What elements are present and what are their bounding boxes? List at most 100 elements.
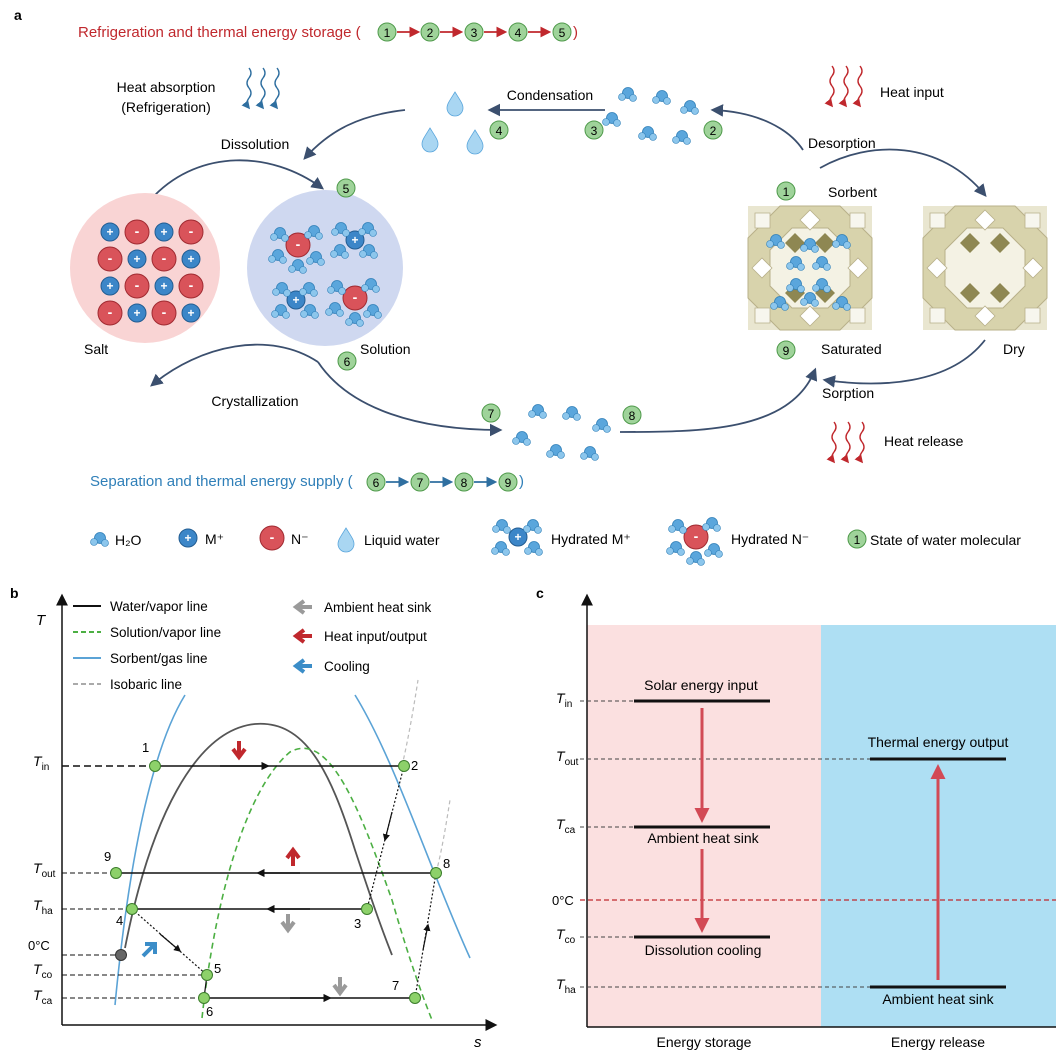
water-vapor-cluster-icon	[512, 404, 611, 461]
water-vapor-cluster-icon	[602, 87, 699, 145]
process-7-8	[414, 872, 437, 999]
water-vapor-line	[124, 723, 393, 956]
state-badge-label: 4	[496, 124, 503, 138]
state-badge-label: 7	[488, 407, 495, 421]
heat-release-label: Heat release	[884, 433, 964, 449]
state-badge-label: 2	[710, 124, 717, 138]
refrig-title: Refrigeration and thermal energy storage…	[78, 22, 578, 42]
sorption-label: Sorption	[822, 385, 874, 401]
t-co-label: Tco	[33, 961, 53, 981]
legend-h2o: H₂O	[115, 532, 142, 548]
sorbent-label: Sorbent	[828, 184, 877, 200]
state-badge-7	[481, 403, 501, 423]
refrig-title-close: )	[573, 24, 578, 41]
state-badge	[420, 22, 440, 42]
point-label-6: 6	[206, 1004, 213, 1019]
state-badge-label: 1	[783, 185, 790, 199]
panel-a: a Refrigeration and thermal energy stora…	[14, 7, 1048, 566]
separation-title-close: )	[519, 473, 524, 490]
refrigeration-label: (Refrigeration)	[121, 99, 210, 115]
state-badge-3	[584, 120, 604, 140]
refrig-state-sequence: 1 2 3 4 5	[377, 22, 572, 42]
sorbent-gas-line-right	[354, 694, 471, 959]
legend-cooling: Cooling	[324, 659, 370, 674]
ambient-arrow-icon	[292, 599, 312, 615]
state-badge	[508, 22, 528, 42]
liquid-water-icon	[337, 527, 355, 553]
panel-a-legend: H₂O M⁺ N⁻ Liquid water Hydrated M⁺ Hydra…	[90, 517, 1021, 566]
state-badge-label: 1	[384, 26, 391, 40]
dissolution-label: Dissolution	[221, 136, 289, 152]
state-badge-label: 3	[471, 26, 478, 40]
legend-m: M⁺	[205, 531, 224, 547]
hydrated-n-icon	[666, 517, 723, 566]
state-badge-label: 6	[344, 355, 351, 369]
heat-release-arrows-icon	[832, 422, 864, 462]
desorption-arc	[710, 104, 804, 151]
isobaric-line-mid	[435, 799, 451, 874]
ambient-arrow	[280, 914, 296, 934]
saturated-sorbent-icon	[747, 205, 873, 331]
panel-c-label: c	[536, 585, 544, 601]
point-label-4: 4	[116, 913, 123, 928]
to-dry-arc	[819, 148, 987, 197]
t-ca-label: Tca	[33, 987, 53, 1007]
x-label-release: Energy release	[891, 1034, 985, 1050]
point-7	[409, 992, 421, 1004]
legend-hydrated-n: Hydrated N⁻	[731, 531, 809, 547]
saturated-label: Saturated	[821, 341, 882, 357]
point-label-8: 8	[443, 856, 450, 871]
state-badge-label: 7	[417, 476, 424, 490]
solution-label: Solution	[360, 341, 411, 357]
cooling-arrow	[141, 942, 157, 958]
heat-io-arrow-icon	[292, 628, 312, 644]
legend-state: State of water molecular	[870, 532, 1021, 548]
state-badge-label: 9	[783, 344, 790, 358]
point-1	[149, 760, 161, 772]
state-badge-1	[776, 181, 796, 201]
panel-a-label: a	[14, 7, 22, 23]
n-ion-icon	[259, 525, 285, 551]
heat-output-arrow	[285, 846, 301, 866]
separation-title: Separation and thermal energy supply ( 6…	[90, 472, 524, 492]
legend-sorbent-gas: Sorbent/gas line	[110, 651, 208, 666]
cooling-arrow-icon	[292, 658, 312, 674]
to-dissolution-arc	[303, 109, 406, 160]
zero-c-label: 0°C	[552, 893, 574, 908]
sorption-arc	[619, 367, 818, 433]
state-badge	[464, 22, 484, 42]
crystallization-arc	[150, 343, 319, 387]
legend-heat-io: Heat input/output	[324, 629, 427, 644]
legend-n: N⁻	[291, 531, 309, 547]
salt-label: Salt	[84, 341, 108, 357]
t-out-label: Tout	[556, 748, 579, 768]
point-label-2: 2	[411, 758, 418, 773]
t-in-label: Tin	[33, 753, 49, 773]
dry-to-saturated-arc	[822, 339, 986, 388]
state-badge	[410, 472, 430, 492]
condensation-label: Condensation	[507, 87, 593, 103]
m-ion-icon	[178, 528, 198, 548]
zero-c-label: 0°C	[28, 938, 50, 953]
ambient-arrow	[332, 977, 348, 997]
state-badge-5	[336, 178, 356, 198]
ambient-label-1: Ambient heat sink	[647, 830, 759, 846]
hydrated-m-icon	[491, 519, 543, 556]
point-6	[198, 992, 210, 1004]
t-ha-label: Tha	[33, 897, 53, 917]
process-arrow	[422, 923, 431, 951]
state-badge-label: 3	[591, 124, 598, 138]
state-badge	[377, 22, 397, 42]
t-ha-label: Tha	[556, 976, 576, 996]
heat-input-arrows-icon	[830, 66, 862, 106]
state-badge-label: 8	[629, 409, 636, 423]
solution-vapor-line	[201, 747, 433, 1021]
t-ca-label: Tca	[556, 816, 576, 836]
state-badge-label: 9	[505, 476, 512, 490]
state-badge-9	[776, 340, 796, 360]
legend-hydrated-m: Hydrated M⁺	[551, 531, 631, 547]
ambient-label-2: Ambient heat sink	[882, 991, 994, 1007]
panel-c: c Solar energy input Ambient heat sink D…	[536, 585, 1056, 1050]
refrig-title-text: Refrigeration and thermal energy storage…	[78, 24, 361, 41]
state-badge-label: 4	[515, 26, 522, 40]
